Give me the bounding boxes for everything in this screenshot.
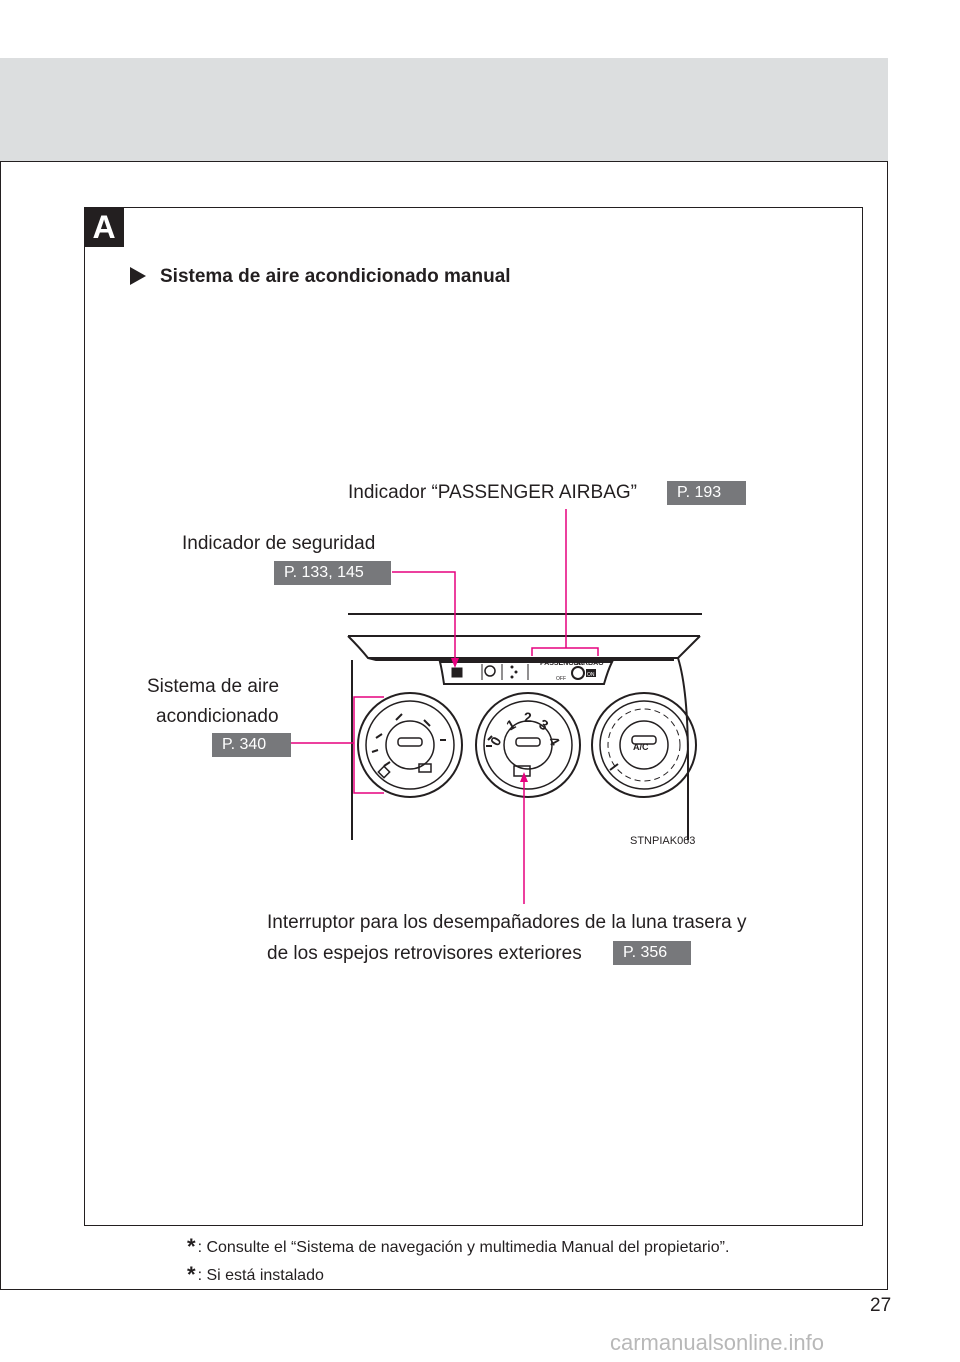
subsection-title: Sistema de aire acondicionado manual: [130, 266, 511, 288]
footnote-text-1: : Consulte el “Sistema de navegación y m…: [197, 1239, 730, 1256]
page-number: 27: [870, 1295, 892, 1316]
security-indicator-ref[interactable]: P. 133, 145: [274, 561, 391, 585]
security-arrowhead: [451, 658, 459, 668]
defogger-arrowhead: [520, 772, 528, 782]
footnote-1: *: Consulte el “Sistema de navegación y …: [187, 1234, 729, 1260]
watermark: carmanualsonline.info: [610, 1330, 825, 1355]
defogger-ref[interactable]: P. 356: [613, 941, 691, 965]
indicator-strip: [451, 664, 596, 680]
fan-knob: [475, 692, 581, 798]
fan-speed-3: 3: [537, 716, 552, 734]
rear-defogger-icon: [513, 765, 531, 777]
security-lock-icon: [451, 667, 463, 678]
ac-button-text: A/C: [633, 742, 649, 752]
fan-speed-4: 4: [545, 734, 563, 749]
section-box: [84, 207, 863, 1226]
seatbelt-icon: [484, 665, 496, 677]
passenger-airbag-bracket: [531, 647, 599, 656]
ac-system-label-line1: Sistema de aire: [147, 676, 280, 697]
temperature-knob: [591, 692, 697, 798]
callout-lines: [291, 509, 599, 904]
fan-speed-2: 2: [524, 709, 532, 725]
triangle-bullet-icon: [130, 267, 146, 285]
illustration-code: STNPIAK063: [630, 835, 695, 847]
footnote-star-2: *: [187, 1262, 196, 1287]
defogger-label-line1: Interruptor para los desempañadores de l…: [267, 912, 747, 933]
panel-airbag-text: AIRBAG: [576, 660, 604, 667]
defogger-label-line2: de los espejos retrovisores exteriores: [267, 943, 582, 964]
passenger-airbag-label: Indicador “PASSENGER AIRBAG”: [348, 482, 637, 503]
airbag-on-icon: [571, 666, 585, 680]
ac-system-ref[interactable]: P. 340: [212, 733, 291, 757]
footnote-text-2: : Si está instalado: [197, 1267, 324, 1284]
passenger-airbag-ref[interactable]: P. 193: [667, 481, 746, 505]
mode-knob: [357, 692, 463, 798]
section-letter: A: [84, 207, 124, 247]
ac-system-label-line2: acondicionado: [156, 706, 279, 727]
windshield-defrost-icon: [418, 763, 432, 773]
footnote-star-1: *: [187, 1234, 196, 1259]
security-leader: [392, 571, 456, 662]
security-indicator-label: Indicador de seguridad: [182, 533, 376, 554]
subsection-title-text: Sistema de aire acondicionado manual: [160, 266, 511, 287]
panel-passenger-text: PASSENGER: [540, 660, 583, 667]
panel-off-text: OFF: [556, 676, 566, 682]
footnote-2: *: Si está instalado: [187, 1262, 324, 1288]
dashboard-outline: [347, 613, 702, 840]
ac-system-bracket: [353, 696, 384, 794]
panel-on-text: ON: [587, 672, 595, 678]
fan-icon: [486, 735, 493, 747]
header-band: [0, 58, 888, 162]
